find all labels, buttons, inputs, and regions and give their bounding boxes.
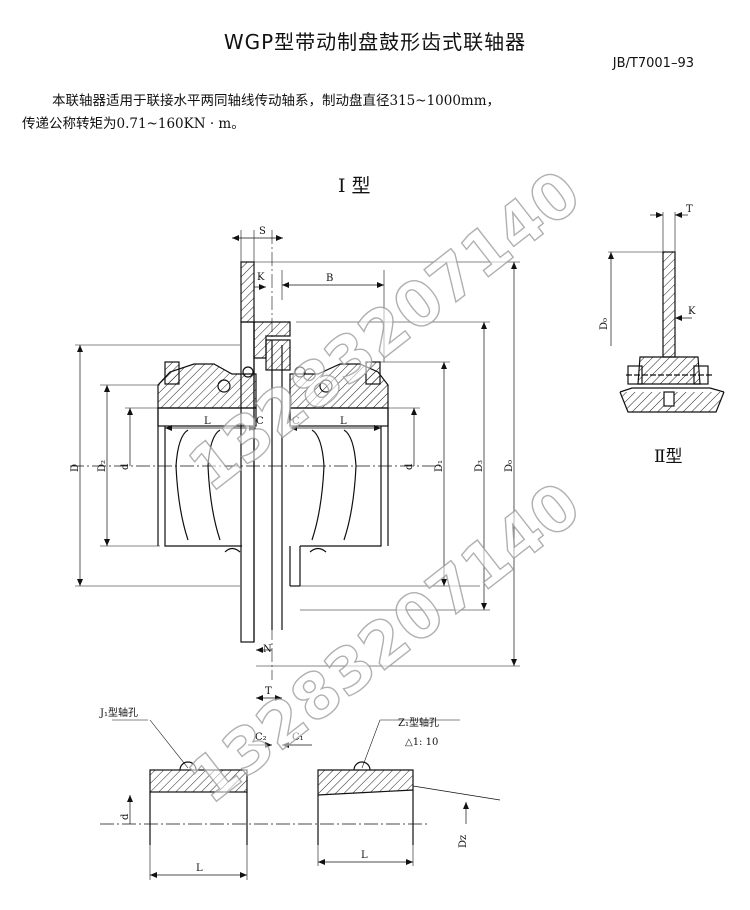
dim-B: B [326, 273, 333, 284]
type-1-drawing [70, 230, 520, 748]
dim-D1: D₁ [434, 460, 445, 472]
dim-N: N [263, 644, 272, 655]
type-2-dim-K: K [688, 306, 696, 317]
bore-dim-d: d [120, 813, 131, 820]
dim-D2: D₂ [97, 460, 108, 472]
type-2-drawing [608, 212, 725, 413]
description-line-1: 本联轴器适用于联接水平两同轴线传动轴系，制动盘直径315~1000mm， [52, 93, 501, 109]
dim-D3: D₃ [474, 460, 485, 472]
description-line-2: 传递公称转矩为0.71~160KN · m。 [22, 116, 245, 132]
dim-C1: C₁ [292, 732, 304, 743]
type-1-label: I 型 [338, 175, 371, 197]
bore-dim-L-right: L [361, 850, 368, 861]
bore-dim-L-left: L [196, 863, 203, 874]
dim-C-right: C [292, 416, 300, 427]
bore-dim-Dz: Dz [458, 835, 469, 848]
taper-label: △1: 10 [405, 737, 438, 748]
dim-C-left: C [256, 416, 264, 427]
dim-d-right: d [404, 463, 415, 470]
dim-D0: D₀ [504, 460, 515, 472]
type-2-dim-T: T [686, 204, 693, 215]
j1-bore-label: J₁型轴孔 [99, 706, 138, 719]
type-2-label: Ⅱ型 [654, 447, 683, 467]
standard-number: JB/T7001–93 [612, 56, 694, 71]
dim-T: T [265, 686, 272, 697]
bore-types-drawing [100, 719, 501, 880]
dim-K: K [257, 272, 265, 283]
dim-d-left: d [120, 463, 131, 470]
type-2-dim-D0: D₀ [599, 318, 610, 330]
description: 本联轴器适用于联接水平两同轴线传动轴系，制动盘直径315~1000mm， 传递公… [22, 90, 642, 136]
dim-C2: C₂ [255, 732, 267, 743]
dim-D: D [70, 464, 81, 472]
page-title: WGP型带动制盘鼓形齿式联轴器 [223, 30, 527, 54]
dim-S: S [259, 226, 266, 237]
dim-L-left: L [204, 416, 211, 427]
z1-bore-label: Z₁型轴孔 [398, 716, 439, 729]
dim-L-right: L [340, 416, 347, 427]
